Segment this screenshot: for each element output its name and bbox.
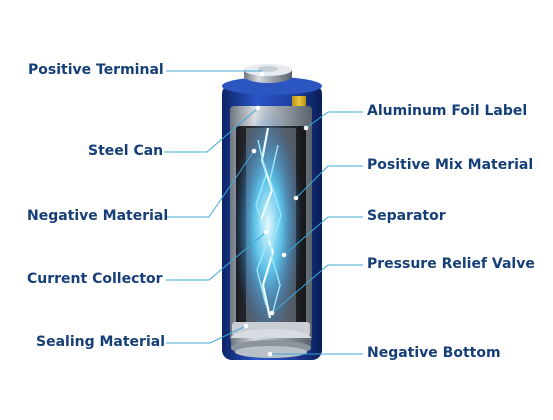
sealing-shape (231, 322, 311, 358)
leader-steel-can (164, 107, 259, 153)
label-steel-can: Steel Can (88, 143, 164, 159)
label-positive-terminal: Positive Terminal (28, 62, 164, 78)
leader-aluminum-foil-label (305, 111, 363, 129)
label-current-collector: Current Collector (27, 271, 163, 287)
leader-pressure-relief-valve (271, 264, 363, 314)
leader-negative-material (166, 150, 255, 218)
positive-terminal-shape (244, 64, 292, 83)
label-aluminum-foil-label: Aluminum Foil Label (367, 103, 528, 119)
leader-lines-right (267, 111, 363, 357)
label-negative-bottom: Negative Bottom (367, 345, 501, 361)
label-negative-material: Negative Material (27, 208, 169, 224)
leader-current-collector (166, 231, 267, 281)
label-positive-mix-material: Positive Mix Material (367, 157, 534, 173)
leader-positive-mix (295, 165, 363, 199)
energy-core (234, 110, 302, 340)
leader-lines-left (164, 70, 269, 344)
label-pressure-relief-valve: Pressure Relief Valve (367, 256, 535, 272)
label-separator: Separator (367, 208, 446, 224)
leader-sealing-material (166, 325, 247, 344)
label-sealing-material: Sealing Material (36, 334, 166, 350)
leader-separator (283, 216, 363, 256)
